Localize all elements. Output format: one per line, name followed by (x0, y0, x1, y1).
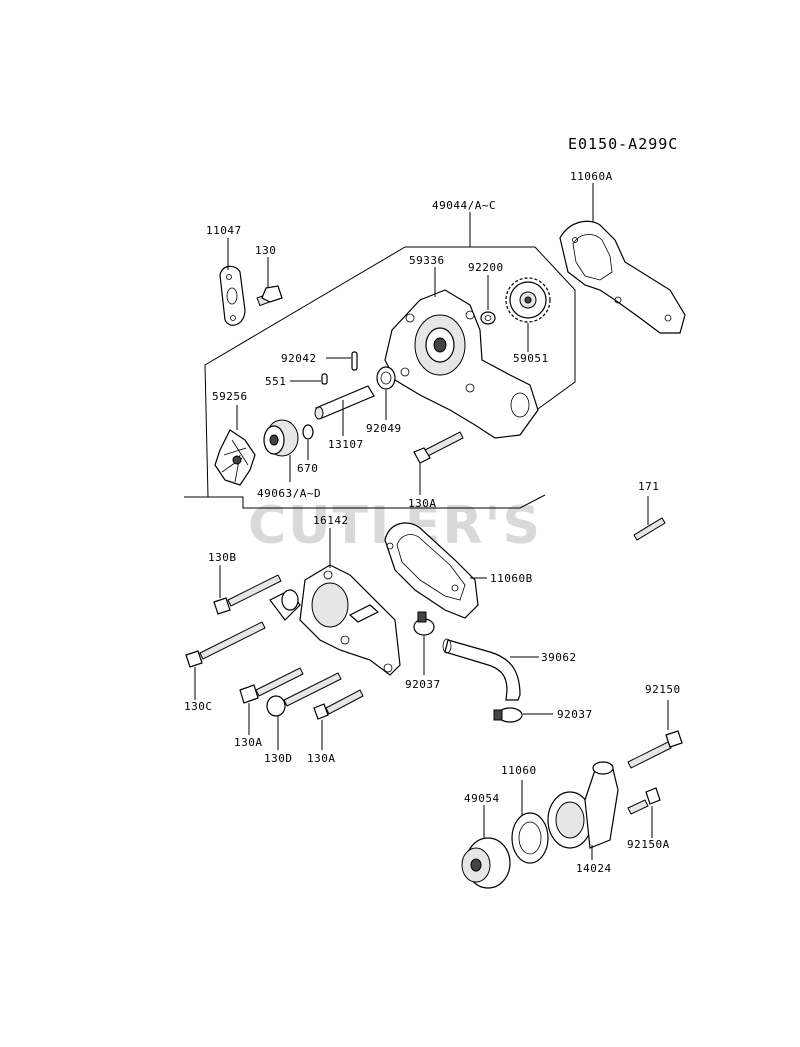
label-49044: 49044/A~C (432, 199, 496, 212)
label-130d: 130D (264, 752, 293, 765)
hose-39062[interactable] (442, 638, 539, 701)
label-49063: 49063/A~D (257, 487, 321, 500)
label-130a-left: 130A (234, 736, 263, 749)
label-49054: 49054 (464, 792, 500, 805)
mechanical-seal-49063[interactable] (263, 419, 299, 482)
label-11060a: 11060A (570, 170, 613, 183)
bolt-130d[interactable] (266, 672, 342, 750)
label-11060: 11060 (501, 764, 537, 777)
cap-49054[interactable] (461, 805, 511, 889)
stud-171[interactable] (633, 496, 666, 541)
pump-cover-16142[interactable] (269, 528, 401, 676)
gasket-11047[interactable] (219, 238, 246, 326)
label-92200: 92200 (468, 261, 504, 274)
clamp-92037-lower[interactable] (493, 707, 553, 723)
label-16142: 16142 (313, 514, 349, 527)
label-92150a: 92150A (627, 838, 670, 851)
label-92037-lower: 92037 (557, 708, 593, 721)
pin-92042[interactable] (326, 351, 358, 371)
label-92042: 92042 (281, 352, 317, 365)
label-92049: 92049 (366, 422, 402, 435)
gasket-11060[interactable] (511, 780, 549, 864)
bolt-130c[interactable] (185, 621, 266, 700)
bolt-130a-left[interactable] (239, 667, 304, 735)
label-59256: 59256 (212, 390, 248, 403)
bolt-92150a[interactable] (627, 787, 661, 838)
label-130b: 130B (208, 551, 237, 564)
label-130-top: 130 (255, 244, 276, 257)
label-670: 670 (297, 462, 318, 475)
label-59336: 59336 (409, 254, 445, 267)
label-59051: 59051 (513, 352, 549, 365)
gasket-11060a[interactable] (559, 183, 686, 334)
housing-14024[interactable] (547, 761, 619, 860)
label-11060b: 11060B (490, 572, 533, 585)
label-13107: 13107 (328, 438, 364, 451)
washer-92200[interactable] (480, 275, 496, 325)
label-130a-right: 130A (307, 752, 336, 765)
gasket-11060b[interactable] (384, 522, 487, 619)
o-ring-670[interactable] (302, 424, 314, 460)
shaft-13107[interactable] (314, 385, 375, 436)
seal-92049[interactable] (376, 366, 396, 420)
label-171: 171 (638, 480, 659, 493)
label-14024: 14024 (576, 862, 612, 875)
label-130c: 130C (184, 700, 213, 713)
pump-body-59336[interactable] (384, 267, 539, 439)
label-11047: 11047 (206, 224, 242, 237)
gear-59051[interactable] (505, 277, 551, 352)
clamp-92037-upper[interactable] (413, 611, 435, 675)
label-130a-middle: 130A (408, 497, 437, 510)
bolt-130[interactable] (256, 257, 283, 307)
bolt-92150[interactable] (627, 700, 683, 769)
bolt-130a-right[interactable] (313, 689, 364, 750)
label-551: 551 (265, 375, 286, 388)
label-39062: 39062 (541, 651, 577, 664)
label-92150: 92150 (645, 683, 681, 696)
impeller-59256[interactable] (214, 405, 256, 486)
pin-551[interactable] (290, 373, 328, 385)
bolt-130b[interactable] (213, 565, 282, 615)
bolt-130a-middle[interactable] (413, 431, 464, 495)
diagram-code: E0150-A299C (568, 135, 678, 153)
label-92037-upper: 92037 (405, 678, 441, 691)
